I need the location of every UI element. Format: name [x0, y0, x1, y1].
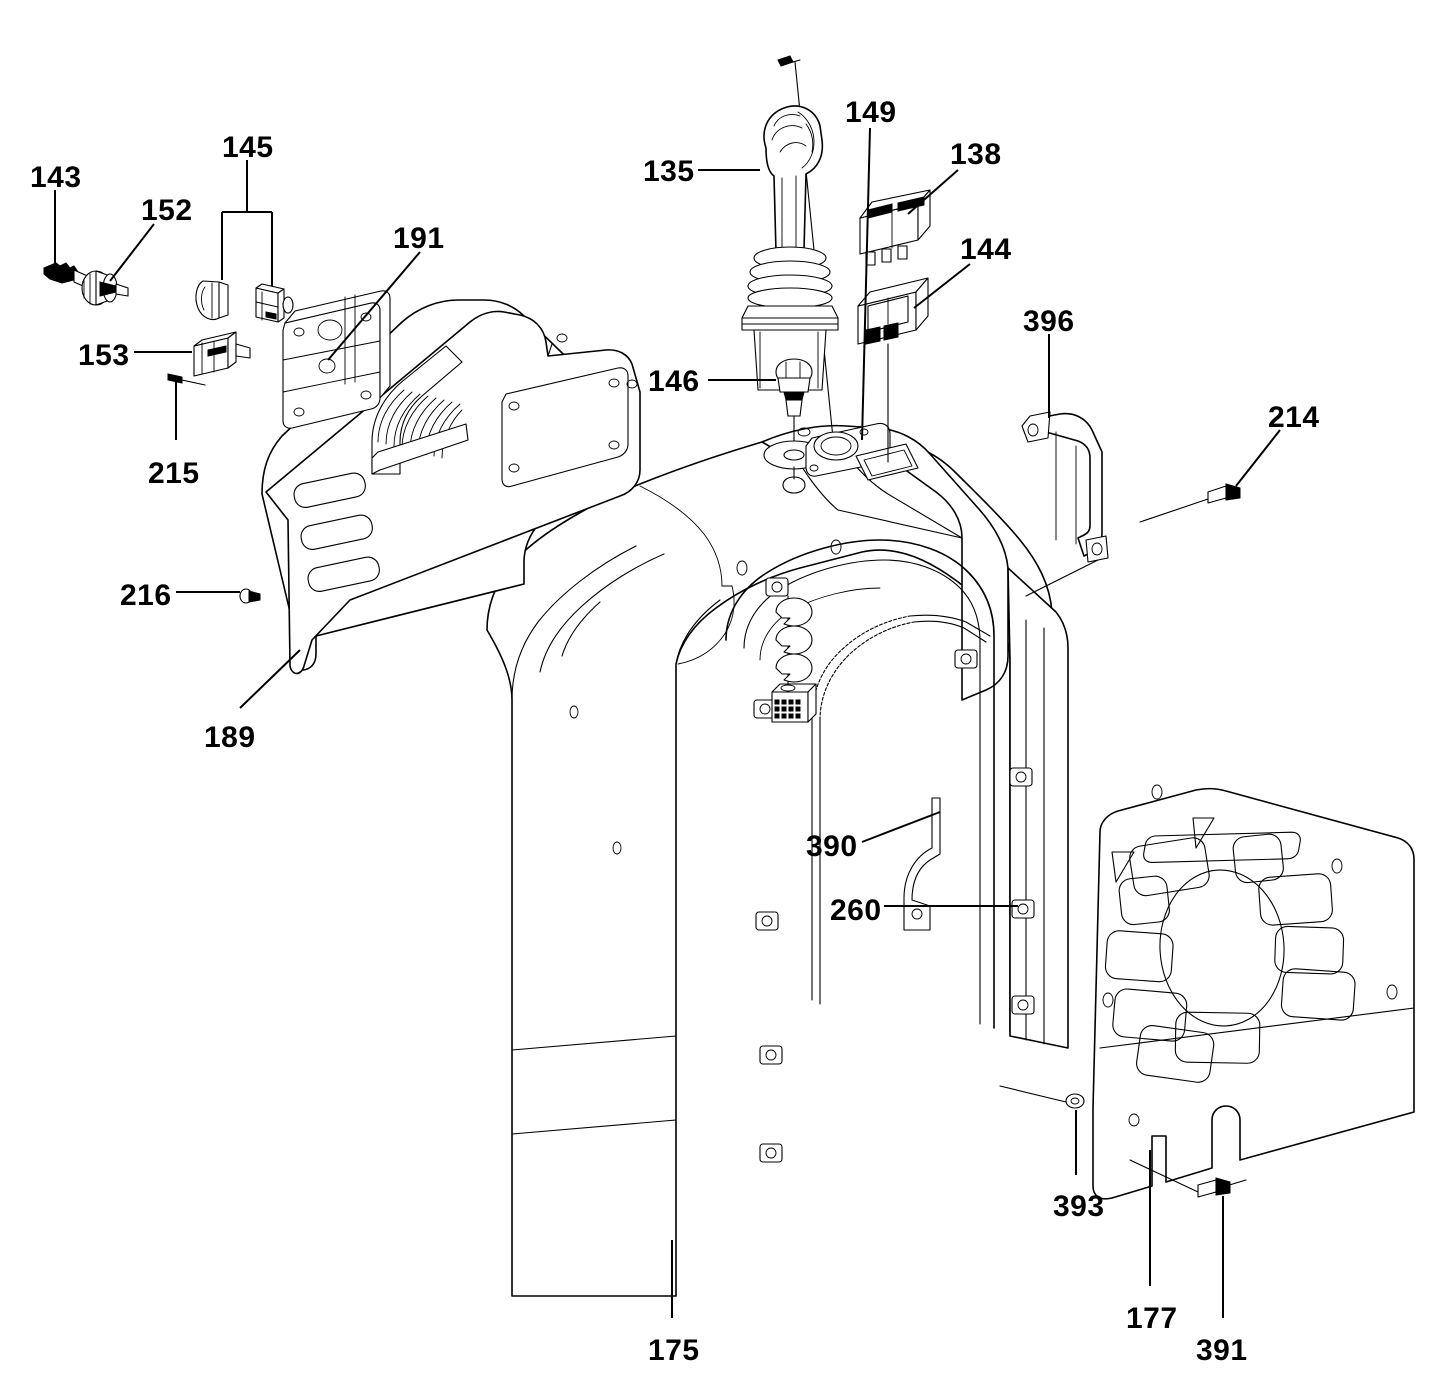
callout-138[interactable]: 138	[950, 138, 1002, 171]
callout-191[interactable]: 191	[393, 222, 445, 255]
bolt-216	[239, 588, 261, 604]
callout-145[interactable]: 145	[222, 131, 274, 164]
callout-146[interactable]: 146	[648, 365, 700, 398]
switch-145b	[255, 283, 294, 323]
callout-153[interactable]: 153	[78, 339, 130, 372]
callout-143[interactable]: 143	[30, 161, 82, 194]
console-shell-175	[486, 424, 1069, 1297]
callout-216[interactable]: 216	[120, 579, 172, 612]
ignition-switch-152	[81, 270, 129, 306]
callout-175[interactable]: 175	[648, 1334, 700, 1367]
callout-215[interactable]: 215	[148, 457, 200, 490]
grab-handle-396	[1021, 411, 1109, 563]
washer-393	[999, 1085, 1085, 1109]
callout-144[interactable]: 144	[960, 233, 1012, 266]
callout-177[interactable]: 177	[1126, 1302, 1178, 1335]
snapring-connector-stack	[771, 595, 817, 723]
cover-panel-177	[1092, 784, 1415, 1200]
callout-149[interactable]: 149	[845, 96, 897, 129]
screw-215	[167, 373, 206, 386]
callout-393[interactable]: 393	[1053, 1190, 1105, 1223]
callout-214[interactable]: 214	[1268, 401, 1320, 434]
switch-bezel-144	[857, 277, 929, 345]
joystick-controller-135	[741, 55, 839, 449]
mounting-plate-191	[282, 290, 391, 429]
clamp-145a	[195, 280, 229, 321]
latch-bracket-260	[903, 797, 941, 931]
callout-391[interactable]: 391	[1196, 1334, 1248, 1367]
leader-lines	[54, 127, 1281, 1318]
handle-bolt-214	[1139, 483, 1241, 523]
switch-aperture	[855, 343, 919, 481]
panel-screw-391	[1129, 1159, 1247, 1198]
callout-135[interactable]: 135	[643, 155, 695, 188]
callout-189[interactable]: 189	[204, 721, 256, 754]
rocker-switch-assembly-138	[859, 189, 931, 266]
callout-152[interactable]: 152	[141, 194, 193, 227]
callout-260[interactable]: 260	[830, 894, 882, 927]
knob-plug-146	[775, 358, 813, 453]
callout-396[interactable]: 396	[1023, 305, 1075, 338]
callout-390[interactable]: 390	[806, 830, 858, 863]
rocker-switch-153	[193, 331, 251, 377]
